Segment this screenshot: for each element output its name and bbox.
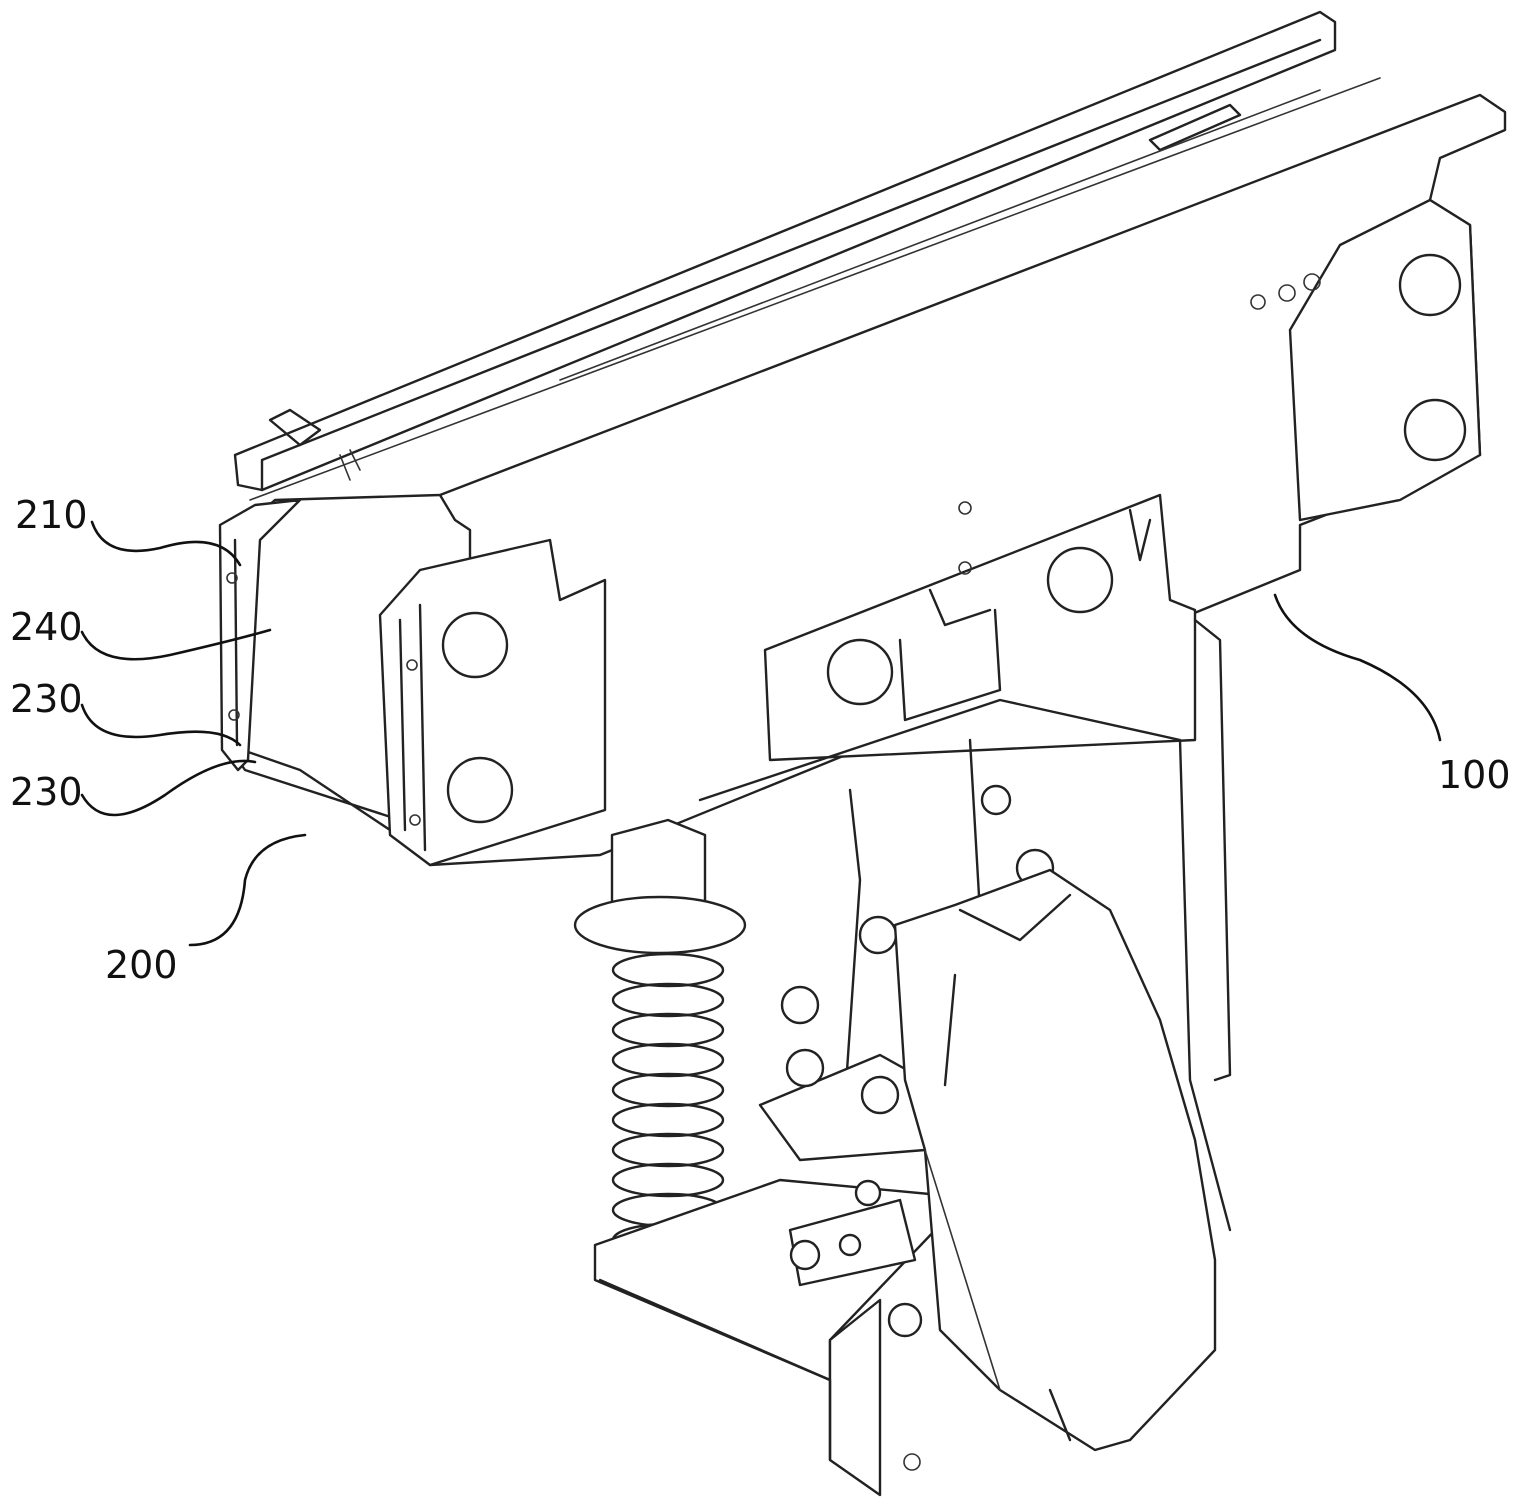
label-230-upper: 230	[10, 677, 83, 721]
bolt	[860, 917, 896, 953]
bolt	[856, 1181, 880, 1205]
rear-pad-upper	[1400, 255, 1460, 315]
label-100: 100	[1438, 753, 1511, 797]
label-230-lower: 230	[10, 770, 83, 814]
label-240: 240	[10, 605, 83, 649]
bracket-pad-b	[1048, 548, 1112, 612]
bracket-pad-a	[828, 640, 892, 704]
bolt	[787, 1050, 823, 1086]
bolt	[862, 1077, 898, 1113]
rear-pad-lower	[1405, 400, 1465, 460]
leader-210	[92, 522, 240, 565]
base-block	[595, 1180, 940, 1495]
leader-230a	[82, 705, 240, 745]
bolt	[782, 987, 818, 1023]
spring-assembly	[575, 820, 745, 1256]
front-pad-upper	[443, 613, 507, 677]
front-pad-lower	[448, 758, 512, 822]
collector-body	[895, 870, 1215, 1450]
leader-200	[190, 835, 305, 945]
leader-100	[1275, 595, 1440, 740]
label-200: 200	[105, 943, 178, 987]
leader-230b	[82, 761, 255, 815]
label-210: 210	[15, 493, 88, 537]
